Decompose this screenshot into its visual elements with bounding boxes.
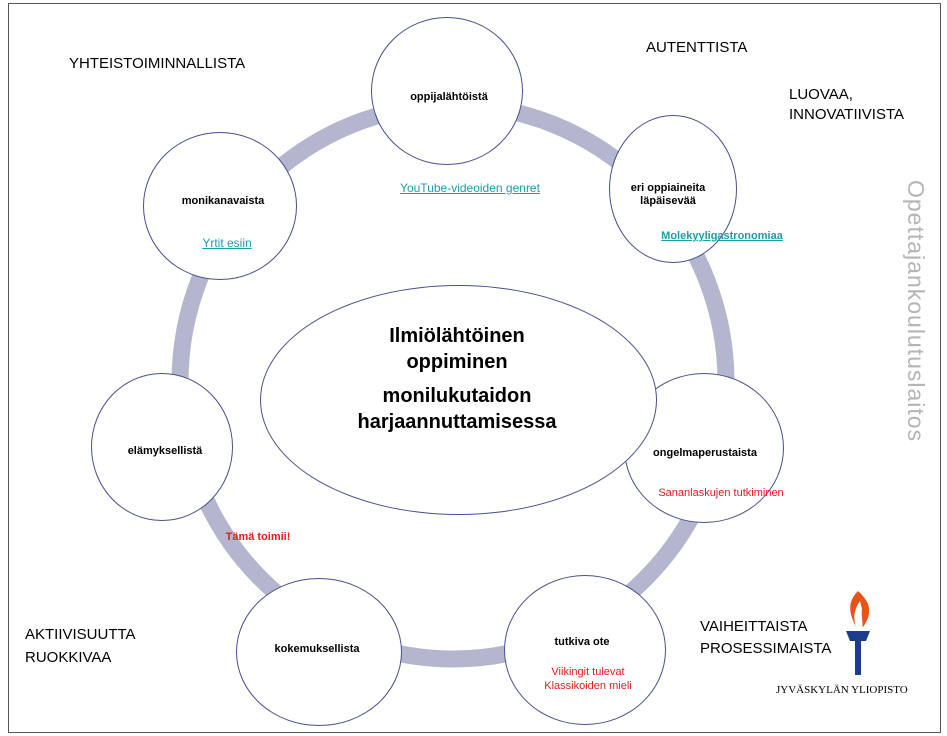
label-luovaa-line2: INNOVATIIVISTA [789,106,905,123]
torch-logo-icon [846,591,870,675]
node-upper-left-link[interactable]: Yrtit esiin [202,236,252,250]
node-bottom-right-title: tutkiva ote [554,636,610,648]
label-luovaa-line1: LUOVAA, [789,86,853,103]
node-circle-bottom-left [236,578,402,726]
node-bottom-left-title: kokemuksellista [274,643,360,655]
node-right-title: ongelmaperustaista [653,447,757,459]
label-aktiivisuutta-line2: RUOKKIVAA [25,649,112,666]
node-circle-bottom-right [504,575,666,725]
label-aktiivisuutta-line1: AKTIIVISUUTTA [25,626,136,643]
center-title-line1: Ilmiölähtöinen [389,325,525,347]
node-left-title: elämyksellistä [127,445,203,457]
center-ellipse [260,285,657,515]
node-bottom-right-example2: Klassikoiden mieli [544,680,632,692]
center-title: Ilmiölähtöinen oppiminen monilukutaidon … [358,323,557,435]
university-logo-text: JYVÄSKYLÄN YLIOPISTO [776,684,908,696]
node-circle-upper-right [609,115,737,263]
node-upper-right-title-line1: eri oppiaineita [630,182,706,194]
node-upper-right-link[interactable]: Molekyyligastronomiaa [661,230,783,242]
node-circle-upper-left [143,132,297,280]
node-top-link[interactable]: YouTube-videoiden genret [400,181,540,195]
node-upper-right-title-line2: läpäisevää [640,195,696,207]
side-text-department: Opettajankoulutuslaitos [903,180,929,443]
center-title-line4: harjaannuttamisessa [357,411,557,433]
node-bottom-right-example1: Viikingit tulevat [551,666,625,678]
node-right-example: Sananlaskujen tutkiminen [658,487,784,499]
label-vaiheittaista-line2: PROSESSIMAISTA [700,640,832,657]
center-title-line2: oppiminen [406,351,508,373]
node-circle-top [371,17,523,165]
node-left-example: Tämä toimii! [225,531,291,543]
node-upper-left-title: monikanavaista [181,195,265,207]
label-vaiheittaista-line1: VAIHEITTAISTA [700,618,808,635]
node-circle-left [91,373,233,521]
center-title-line3: monilukutaidon [382,385,532,407]
label-yhteistoiminnallista: YHTEISTOIMINNALLISTA [69,55,246,72]
label-autenttista: AUTENTTISTA [646,39,748,56]
node-top-title: oppijalähtöistä [410,91,488,103]
